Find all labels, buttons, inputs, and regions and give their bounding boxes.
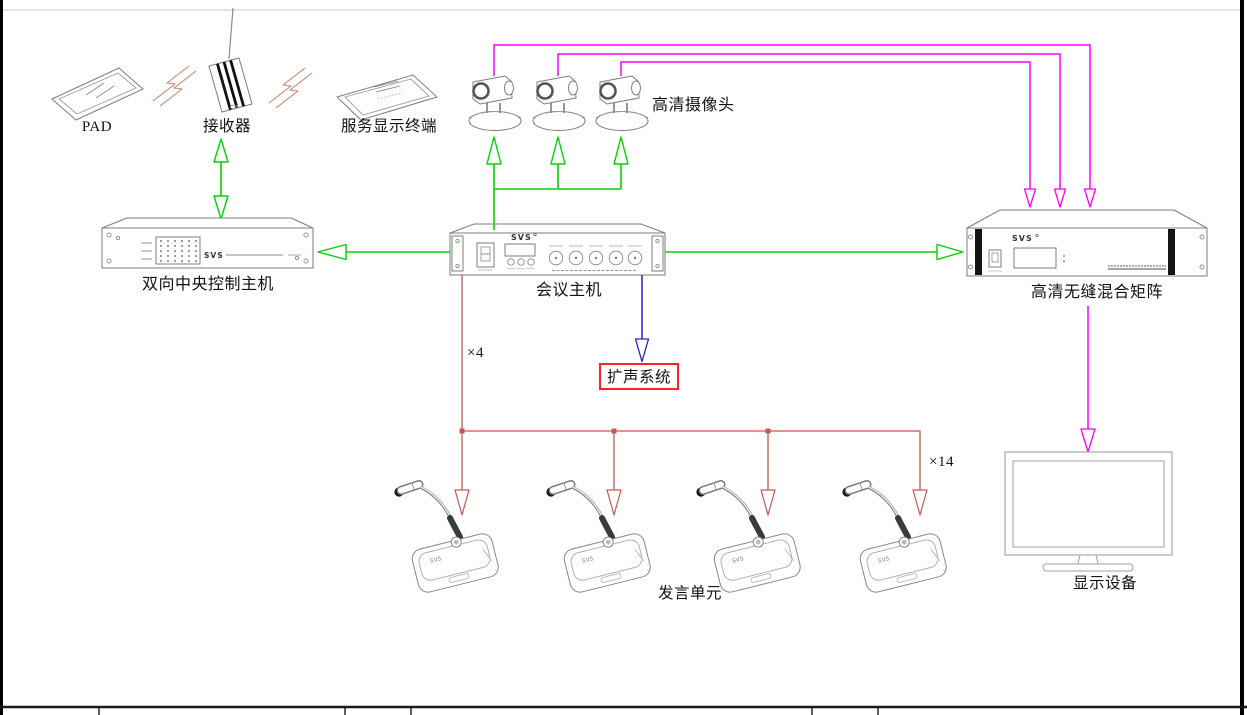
link-cameras-to-matrix [493,44,1097,208]
central-control-host-device: SVS [101,217,314,269]
hd-camera-1 [467,74,523,132]
speech-unit-4 [842,483,948,595]
link-host-to-cameras [486,136,629,230]
receiver-device [208,7,253,113]
conference-host-label: 会议主机 [536,281,602,299]
wireless-signal-icon [152,65,197,107]
link-matrix-to-display [1080,306,1096,453]
arrow-left-icon [317,243,347,261]
arrow-down-icon [454,489,470,516]
receiver-label: 接收器 [203,117,251,135]
arrow-up-icon [550,136,566,165]
hd-camera-3 [594,74,650,132]
central-control-host-label: 双向中央控制主机 [142,275,274,293]
arrow-right-icon [936,243,964,261]
arrow-down-icon [634,338,650,363]
speech-unit-2 [546,483,652,595]
link-host-to-speech-units [454,275,928,516]
speech-unit-1 [394,483,500,595]
arrow-down-icon [912,489,928,516]
conference-host-brand: SVS [511,233,532,242]
display-readout [1013,247,1057,269]
arrow-down-icon [1053,188,1067,208]
hd-matrix-brand: SVS [1012,234,1033,243]
arrow-up-icon [213,138,229,163]
link-host-to-matrix [665,243,964,261]
display-device-monitor [1004,451,1173,572]
hd-matrix-label: 高清无缝混合矩阵 [1031,283,1163,301]
pa-system-box [599,363,679,390]
display-readout [504,243,536,257]
title-block-ticks [98,707,879,715]
arrow-down-icon [760,489,776,516]
service-terminal-label: 服务显示终端 [341,117,437,135]
link-host-to-pa [634,275,650,363]
speech-unit-3 [696,483,802,595]
link-receiver-control-host [213,138,229,220]
line-count-annotation: ×4 [467,345,484,361]
hd-camera-2 [531,74,587,132]
unit-count-annotation: ×14 [929,454,954,470]
pad-label: PAD [82,119,112,135]
antenna-icon [228,7,234,60]
speech-unit-label: 发言单元 [658,584,722,602]
display-device-label: 显示设备 [1073,574,1137,592]
service-terminal-device [336,74,438,121]
conference-host-device: SVS [449,223,666,276]
pa-system-label: 扩声系统 [607,368,671,386]
arrow-down-icon [606,489,622,516]
arrow-up-icon [486,136,502,165]
wireless-signal-icon [268,67,313,109]
pad-device [51,67,144,121]
central-control-host-brand: SVS [204,251,224,260]
hd-matrix-device: SVS [966,209,1208,277]
arrow-down-icon [1080,428,1096,453]
keypad-icon [160,240,197,262]
arrow-up-icon [613,136,629,165]
link-host-to-control-host [317,243,450,261]
hd-camera-label: 高清摄像头 [652,96,735,114]
arrow-down-icon [1083,188,1097,208]
arrow-down-icon [213,195,229,220]
arrow-down-icon [1023,188,1037,208]
knobs [548,245,643,266]
